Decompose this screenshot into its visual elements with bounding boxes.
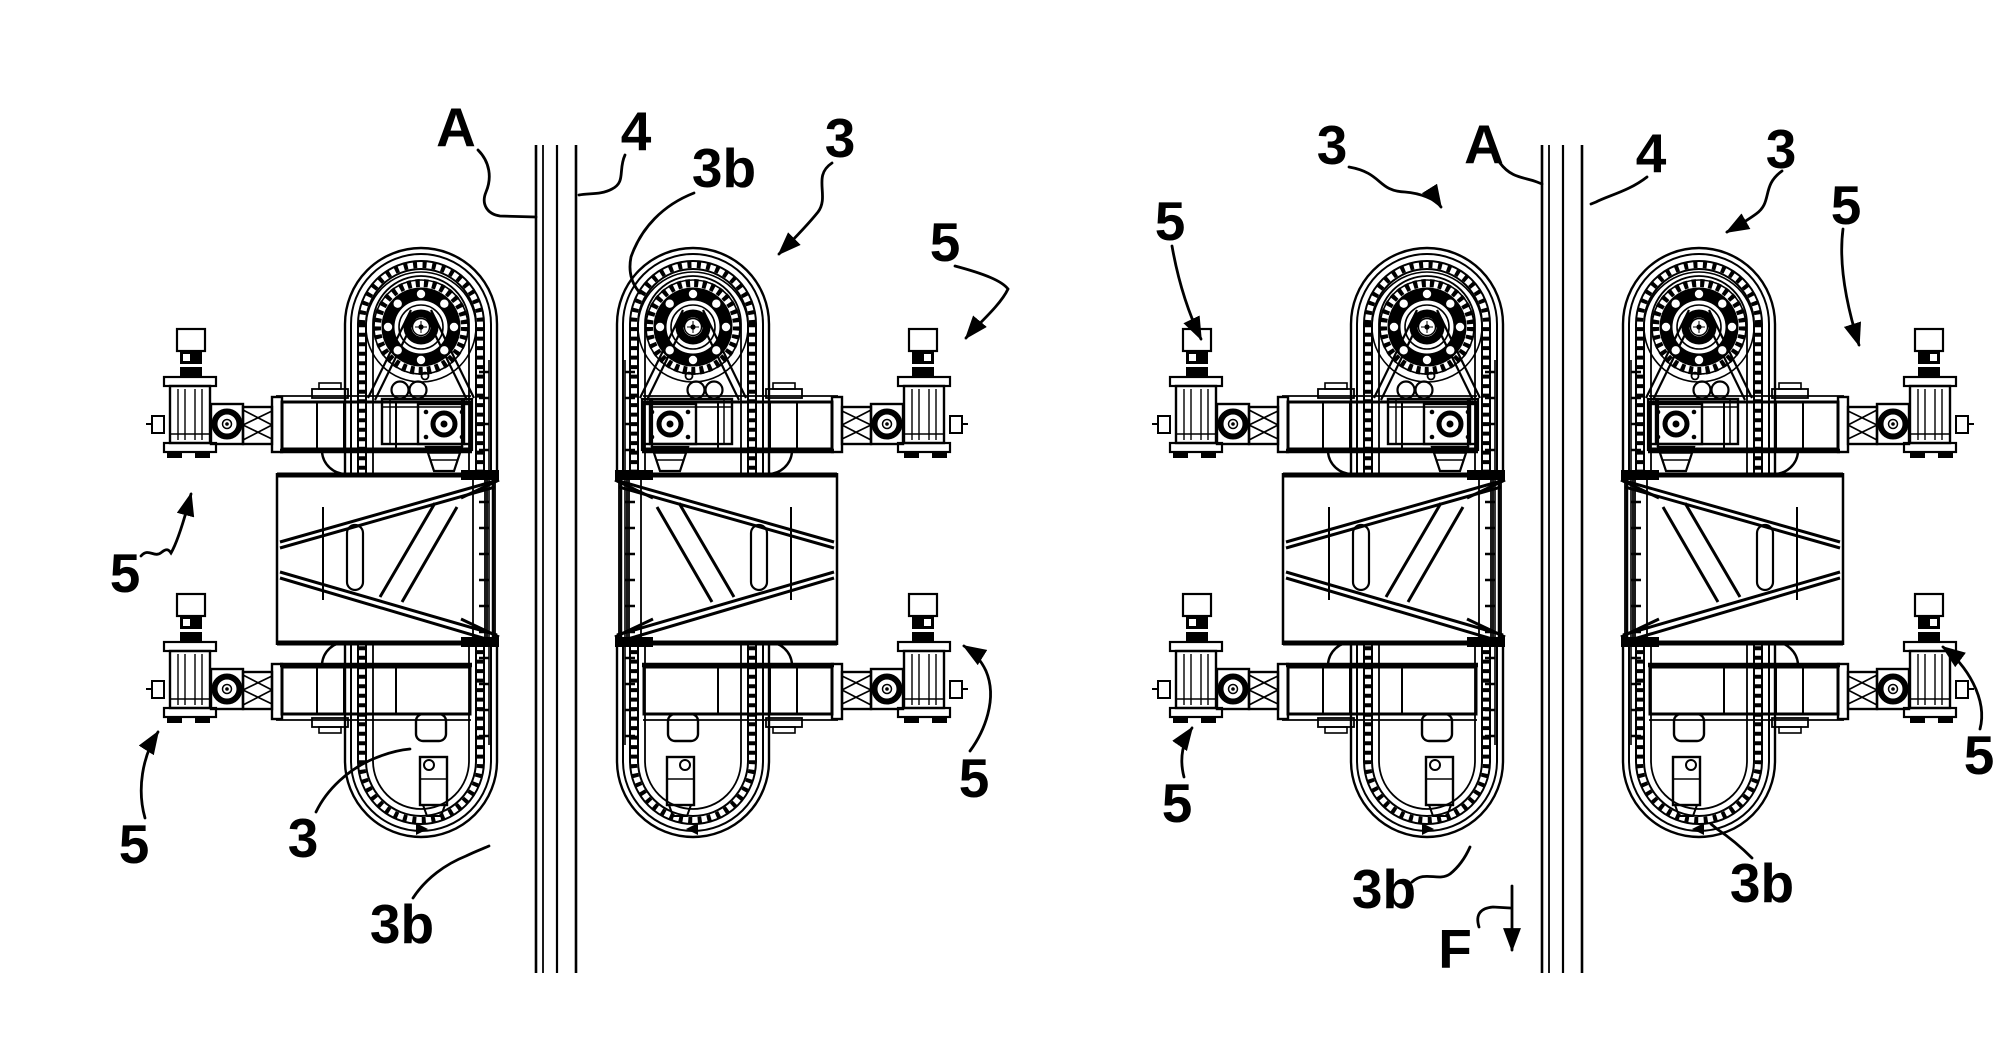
label-left-A: A	[436, 96, 476, 158]
leader-left-5-top-right	[953, 264, 1010, 340]
leader-right-3-top-right	[1725, 169, 1784, 234]
label-left-5-bottom-left: 5	[119, 813, 150, 875]
leader-left-A	[476, 148, 538, 219]
left-assembly-labels: A 4 3b 3 5 5 5 5 3 3b	[110, 96, 990, 955]
leader-left-3-top	[777, 161, 834, 256]
leader-right-5-bottom-left	[1172, 726, 1194, 779]
left-assembly-leaders	[138, 148, 1010, 900]
feed-arrow-hook	[1476, 905, 1512, 929]
leader-left-3b-top	[628, 191, 696, 295]
right-assembly-labels: 3 A 4 3 5 5 5 5 3b 3b F	[1155, 113, 1995, 980]
leader-right-3b-bottom-right	[1709, 822, 1754, 860]
label-right-4: 4	[1636, 122, 1667, 184]
label-right-3b-bottom-left: 3b	[1352, 858, 1416, 920]
label-left-5-top-right: 5	[930, 211, 961, 273]
label-left-4: 4	[621, 100, 652, 162]
label-left-3-top: 3	[825, 107, 856, 169]
left-assembly	[146, 145, 968, 973]
feed-direction-arrow	[1476, 884, 1521, 952]
label-right-5-top-right: 5	[1831, 174, 1862, 236]
leader-right-5-top-right	[1840, 227, 1862, 347]
leader-left-4	[577, 153, 627, 197]
label-right-5-bottom-right: 5	[1964, 724, 1995, 786]
label-right-5-top-left: 5	[1155, 190, 1186, 252]
label-right-3-top-right: 3	[1766, 118, 1797, 180]
leader-right-3-top-left	[1347, 165, 1443, 209]
leader-left-5-bottom-left	[138, 730, 160, 820]
label-left-5-mid-left: 5	[110, 542, 141, 604]
leader-right-5-top-left	[1170, 244, 1203, 341]
label-right-3b-bottom-right: 3b	[1730, 852, 1794, 914]
leader-right-5-bottom-right	[1941, 645, 1983, 731]
leader-left-5-mid-left	[139, 492, 195, 558]
label-left-5-bottom-right: 5	[959, 747, 990, 809]
label-right-3-top-left: 3	[1317, 114, 1348, 176]
leader-left-3b-bottom	[411, 844, 491, 900]
leader-right-4	[1589, 175, 1649, 206]
leader-right-A	[1498, 161, 1544, 186]
leader-right-3b-bottom-left	[1410, 845, 1472, 884]
label-left-3b-top: 3b	[692, 137, 756, 199]
leader-left-3-bottom	[314, 747, 412, 814]
label-right-5-bottom-left: 5	[1162, 772, 1193, 834]
label-right-A: A	[1464, 113, 1504, 175]
label-left-3-bottom: 3	[288, 807, 319, 869]
right-assembly	[1152, 145, 1974, 973]
label-right-F: F	[1438, 918, 1472, 980]
right-assembly-leaders	[1170, 161, 1983, 952]
label-left-3b-bottom: 3b	[370, 893, 434, 955]
leader-left-5-bottom-right	[962, 644, 992, 753]
